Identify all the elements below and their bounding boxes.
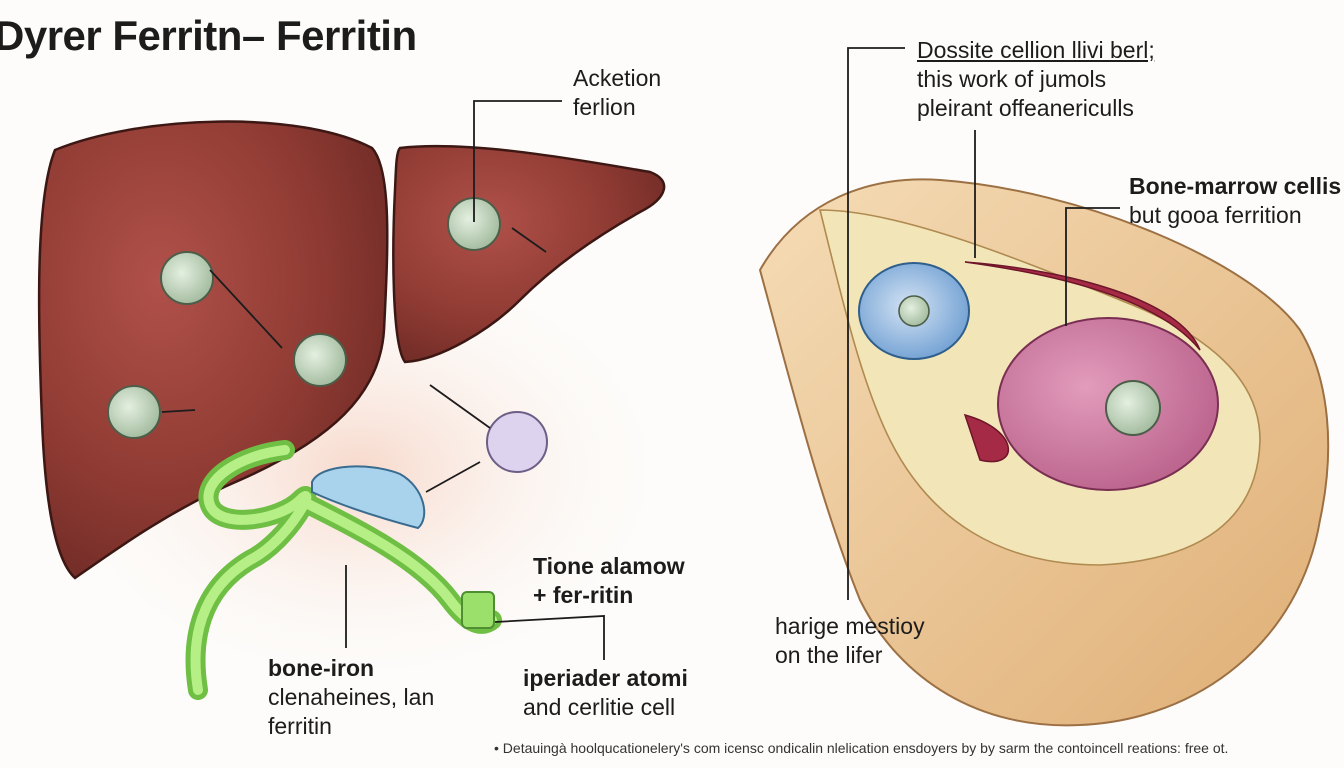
acketion-line1: Acketion [573,65,662,91]
tione-label: Tione alamow + fer-ritin [533,552,685,610]
dossit-line3: pleirant offeanericulls [917,95,1134,121]
footer-caption: • Detauingà hoolqucationelery's com icen… [494,740,1229,756]
tione-line1: Tione alamow [533,553,685,579]
ferritin-particles [107,197,501,439]
red-membrane [963,261,1201,463]
bone-iron-line1: bone-iron [268,655,375,681]
gallbladder [311,465,426,530]
dossit-label: Dossitе cellion llivi berl; this work of… [917,36,1155,123]
left-leader-lines [161,100,605,660]
iron-particle [486,411,548,473]
diagram-title: Dyrer Ferritn– Ferritin [0,12,417,59]
dossit-line2: this work of jumols [917,66,1107,92]
harige-line2: on the lifer [775,642,883,668]
bone-iron-label: bone-iron clenaheines, lan ferritin [268,654,434,741]
right-leader-lines [847,47,1120,600]
duct-end-block [461,591,495,629]
tione-line2: + fer-ritin [533,582,634,608]
iperiader-label: iperiader atomi and cеrlitie cell [523,664,688,722]
liver-left-lobe [37,120,389,580]
bone-iron-line2: clenaheines, lan [268,684,435,710]
acketion-line2: ferlion [573,94,636,120]
bone-marrow-line1: Bone-marrow cellis [1129,173,1342,199]
dossit-line1: Dossitе cellion llivi berl; [917,37,1155,63]
liver-right-lobe [392,144,666,364]
iperiader-line2: and cеrlitie cell [523,694,676,720]
bone-iron-line3: ferritin [268,713,332,739]
acketion-label: Acketion ferlion [573,64,661,122]
bone-marrow-label: Bone-marrow cellis but gooа ferrition [1129,172,1341,230]
harige-line1: harige mestioy [775,613,925,639]
bone-marrow-line2: but gooа ferrition [1129,202,1302,228]
harige-label: harige mestioy on the lifer [775,612,925,670]
iperiader-line1: iperiader atomi [523,665,688,691]
marrow-ferritin-particle [1105,380,1161,436]
lipid-ferritin-particle [898,295,930,327]
